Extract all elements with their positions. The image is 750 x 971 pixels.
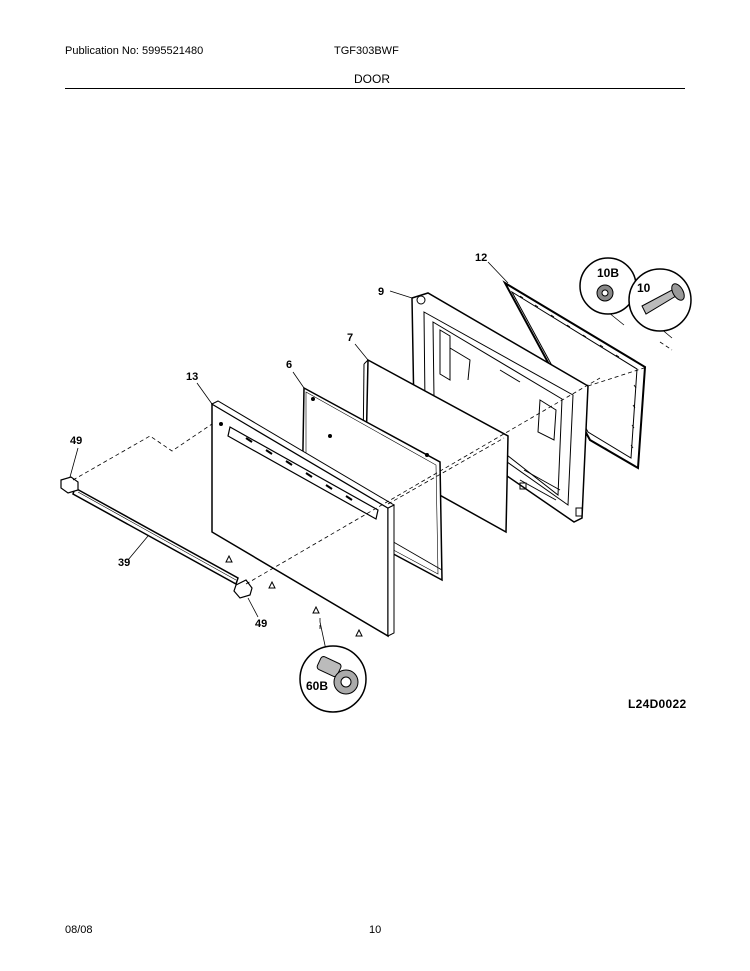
- label-part-39: 39: [118, 557, 130, 569]
- publication-number: Publication No: 5995521480: [65, 45, 204, 57]
- part-13-outer-panel: [210, 400, 396, 638]
- section-title: DOOR: [354, 72, 390, 86]
- label-part-10: 10: [637, 281, 651, 295]
- header-divider: [65, 88, 685, 89]
- model-number: TGF303BWF: [334, 45, 399, 57]
- footer-date: 08/08: [65, 924, 93, 936]
- label-part-13: 13: [186, 371, 198, 383]
- label-part-7: 7: [347, 332, 353, 344]
- diagram-code: L24D0022: [628, 697, 687, 711]
- panel-screws: [225, 554, 363, 637]
- part-39-trim-strip: [72, 486, 239, 586]
- label-part-60b: 60B: [306, 679, 328, 693]
- label-part-49-left: 49: [70, 435, 82, 447]
- callout-10: [628, 268, 692, 332]
- callout-60b: [299, 645, 367, 713]
- label-part-10b: 10B: [597, 266, 619, 280]
- label-part-49-right: 49: [255, 618, 267, 630]
- label-part-6: 6: [286, 359, 292, 371]
- assembly-lines: [72, 341, 673, 632]
- part-49-end-caps: [60, 476, 253, 599]
- label-part-12: 12: [475, 252, 487, 264]
- label-part-9: 9: [378, 286, 384, 298]
- page-number: 10: [369, 924, 382, 936]
- part-9-inner-frame: [411, 292, 589, 523]
